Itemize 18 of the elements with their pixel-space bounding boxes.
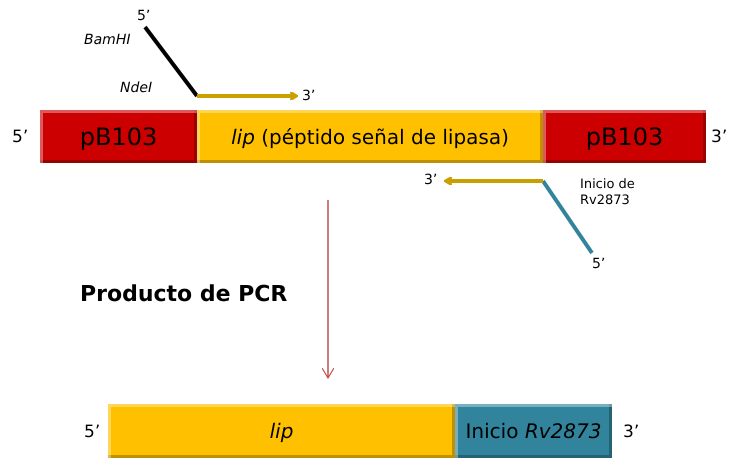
vector-segment: pB103 <box>40 110 197 163</box>
restriction-site-label: BamHI <box>84 32 130 49</box>
gene-segment: lip <box>108 404 455 458</box>
vector-segment: pB103 <box>543 110 706 163</box>
end-label: 3’ <box>302 88 316 105</box>
arrow <box>321 200 335 379</box>
restriction-site-label: NdeI <box>120 80 152 97</box>
end-label: 3’ <box>711 127 728 148</box>
primer-label: Inicio de Rv2873 <box>580 177 636 208</box>
end-label: 5’ <box>12 127 28 148</box>
end-label: 3’ <box>424 172 438 189</box>
end-label: 5’ <box>84 422 100 442</box>
gene-segment: lip (péptido señal de lipasa) <box>197 110 543 163</box>
gene-segment: Inicio Rv2873 <box>455 404 612 458</box>
end-label: 3’ <box>623 422 640 442</box>
end-label: 5’ <box>592 256 606 273</box>
section-heading: Producto de PCR <box>80 282 288 308</box>
end-label: 5’ <box>137 8 150 25</box>
